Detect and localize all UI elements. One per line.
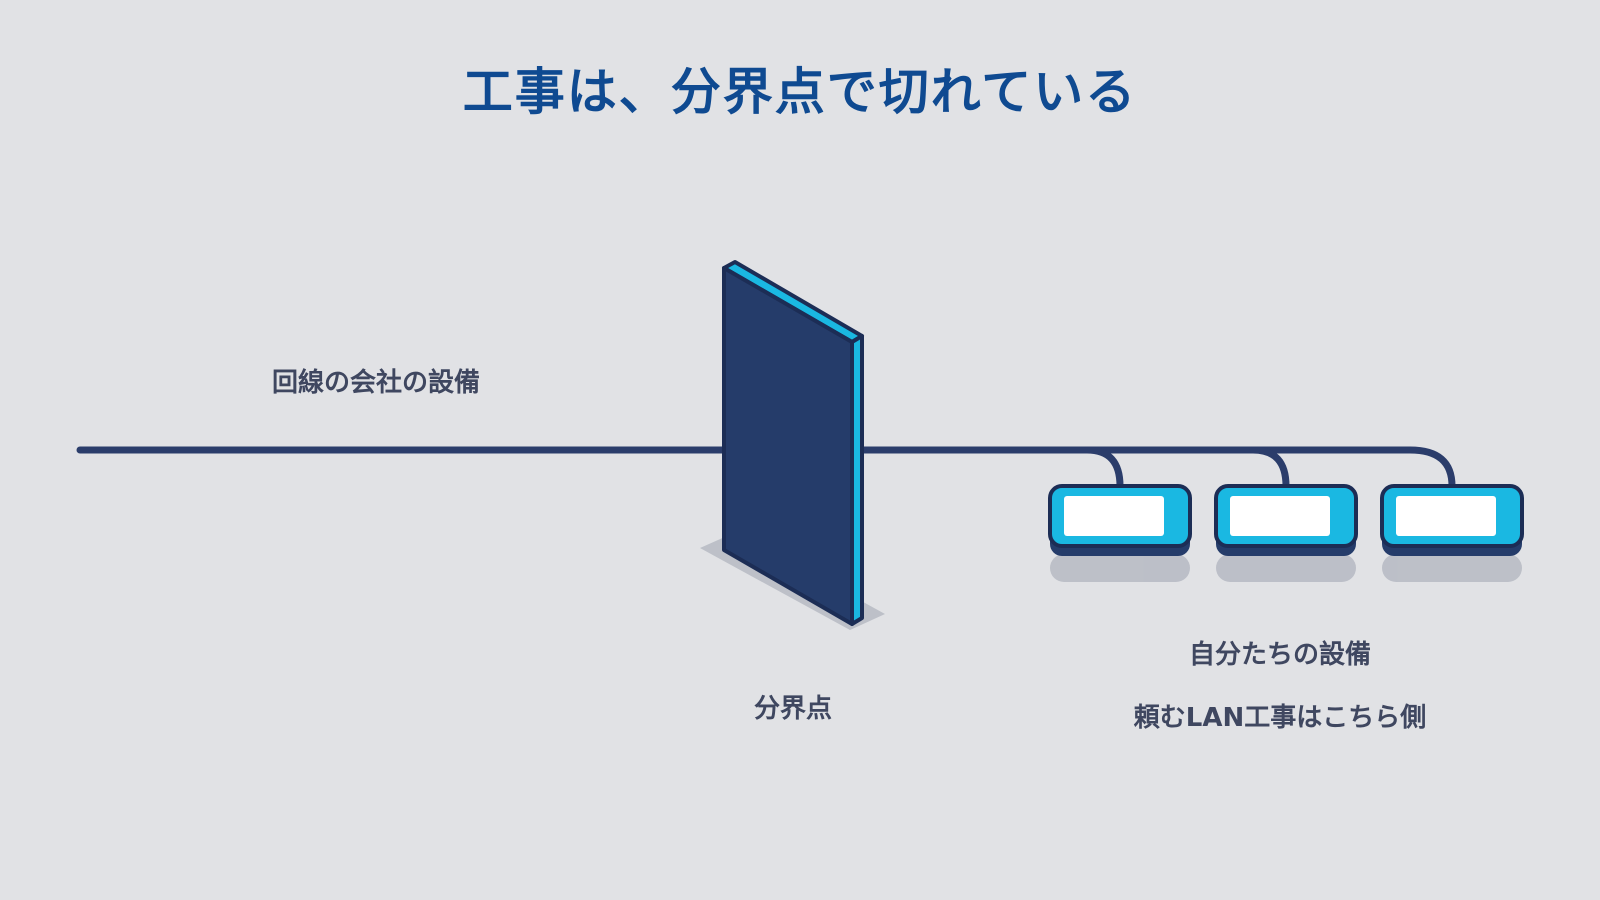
boundary-panel	[722, 260, 864, 626]
boundary-label: 分界点	[753, 694, 832, 724]
device-shadow-3	[1382, 554, 1522, 582]
device-3	[1380, 484, 1524, 556]
boundary-panel-edge	[850, 334, 864, 626]
device-screen	[1064, 496, 1164, 536]
provider-side-label: 回線の会社の設備	[272, 368, 481, 398]
device-screen	[1396, 496, 1496, 536]
device-1	[1048, 484, 1192, 556]
branch-line-1	[1083, 446, 1124, 490]
device-2	[1214, 484, 1358, 556]
page-title: 工事は、分界点で切れている	[462, 63, 1138, 121]
device-shadow-1	[1050, 554, 1190, 582]
branch-line-2	[1249, 446, 1290, 490]
own-side-sublabel: 頼むLAN工事はこちら側	[1133, 703, 1427, 733]
device-screen	[1230, 496, 1330, 536]
own-line	[858, 446, 1456, 490]
own-side-label: 自分たちの設備	[1188, 640, 1371, 670]
device-shadow-2	[1216, 554, 1356, 582]
